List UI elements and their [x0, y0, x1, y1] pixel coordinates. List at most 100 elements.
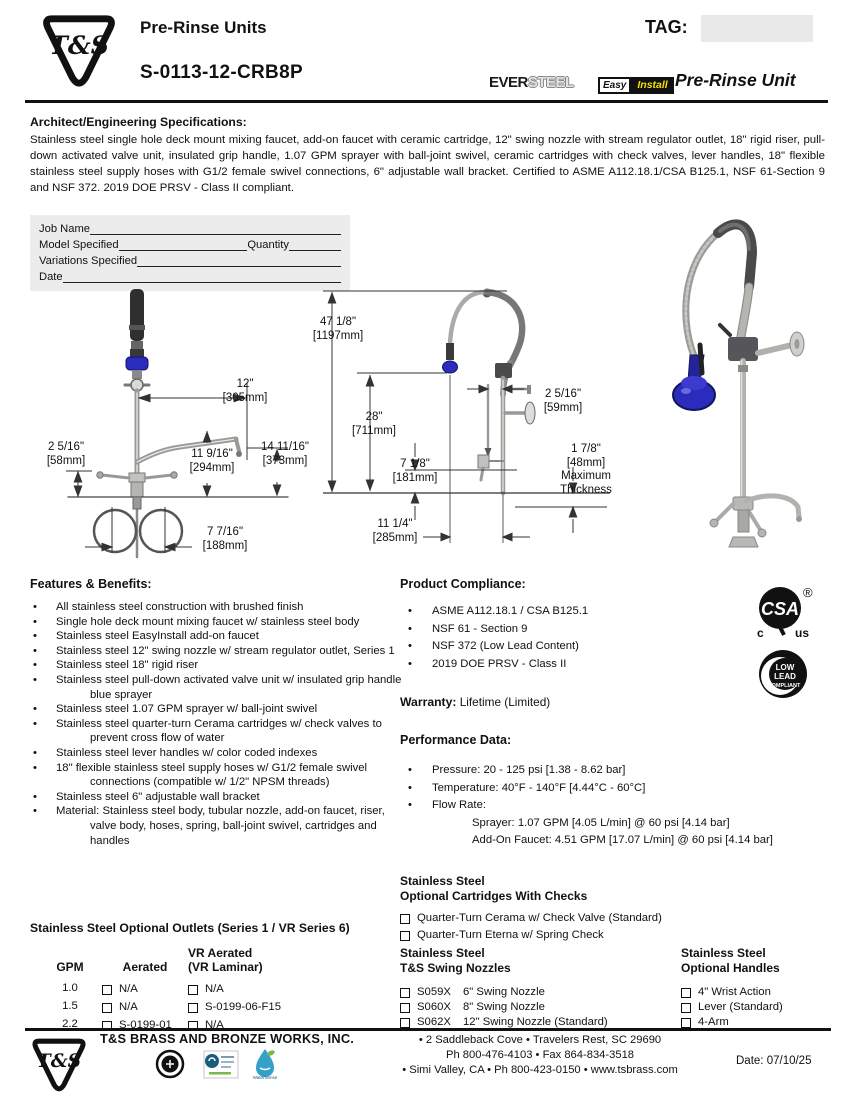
address-line-2: Ph 800-476-4103 • Fax 864-834-3518 — [445, 1049, 635, 1061]
address-line-3: • Simi Valley, CA • Ph 800-423-0150 • ww… — [402, 1064, 678, 1076]
dim-overall-height: 47 1/8"[1197mm] — [312, 316, 364, 342]
outlet-option: N/A — [188, 982, 358, 997]
dim-outlet-height: 14 11/16"[373mm] — [261, 441, 309, 467]
easyinstall-install-text: Install — [631, 77, 674, 94]
performance-section: Performance Data: Pressure: 20 - 125 psi… — [400, 733, 830, 848]
svg-text:LEAD: LEAD — [774, 672, 796, 681]
outlets-heading: Stainless Steel Optional Outlets (Series… — [30, 921, 350, 935]
checkbox[interactable] — [400, 913, 410, 924]
ts-logo-text: T&S — [49, 30, 109, 60]
checkbox[interactable] — [681, 1017, 691, 1028]
dim-faucet-height: 7 1/8"[181mm] — [392, 458, 438, 484]
cartridges-section: Stainless Steel Optional Cartridges With… — [400, 874, 830, 943]
address-line-1: • 2 Saddleback Cove • Travelers Rest, SC… — [418, 1034, 662, 1046]
supply-hose-loop — [92, 508, 138, 554]
handles-heading-2: Optional Handles — [681, 961, 780, 975]
checkbox[interactable] — [102, 1002, 112, 1013]
nozzles-heading-2: T&S Swing Nozzles — [400, 961, 511, 975]
checkbox[interactable] — [188, 1002, 198, 1013]
feature-item: 18" flexible stainless steel supply hose… — [30, 761, 408, 790]
lever-handle — [709, 518, 719, 528]
job-name-row: Job Name — [39, 220, 341, 235]
eversteel-ever-text: EVER — [489, 74, 528, 91]
feature-item: Stainless steel 1.07 GPM sprayer w/ ball… — [30, 702, 408, 717]
date-stamp-label: Date: — [736, 1055, 764, 1067]
performance-heading: Performance Data: — [400, 733, 512, 747]
svg-text:LOW: LOW — [776, 663, 795, 672]
performance-list: Pressure: 20 - 125 psi [1.38 - 8.62 bar]… — [400, 763, 830, 812]
outlets-section: Stainless Steel Optional Outlets (Series… — [30, 921, 402, 1033]
checkbox[interactable] — [400, 987, 410, 998]
nozzles-heading-1: Stainless Steel — [400, 946, 485, 960]
dim-nozzle-length: 12"[305mm] — [222, 378, 268, 404]
handle-option: 4" Wrist Action — [681, 985, 836, 1000]
tag-label: TAG: — [645, 17, 688, 37]
outlet-option: N/A — [102, 982, 188, 997]
compliance-item: 2019 DOE PRSV - Class II — [400, 657, 740, 671]
checkbox[interactable] — [681, 1002, 691, 1013]
feature-item: Single hole deck mount mixing faucet w/ … — [30, 615, 408, 630]
outlet-option: N/A — [102, 1000, 188, 1015]
checkbox[interactable] — [400, 1002, 410, 1013]
job-name-label: Job Name — [39, 223, 90, 235]
flow-rate-sprayer: Sprayer: 1.07 GPM [4.05 L/min] @ 60 psi … — [472, 816, 730, 829]
job-name-field[interactable] — [90, 223, 341, 235]
dim-handle-height: 2 5/16"[58mm] — [46, 441, 86, 467]
feature-item: Material: Stainless steel body, tubular … — [30, 804, 408, 848]
warranty-line: Warranty: Lifetime (Limited) — [400, 695, 550, 709]
checkbox[interactable] — [400, 930, 410, 941]
ts-footer-logo: T&S — [32, 1038, 86, 1092]
compliance-item: NSF 372 (Low Lead Content) — [400, 639, 740, 653]
header-divider — [25, 100, 828, 103]
col-gpm: GPM — [56, 960, 84, 974]
quantity-field[interactable] — [289, 239, 341, 251]
product-photo — [672, 219, 805, 548]
variations-field[interactable] — [137, 255, 341, 267]
eversteel-steel-text: STEEL — [527, 74, 574, 91]
footer-divider — [25, 1028, 831, 1031]
low-lead-compliant-badge: LOW LEAD COMPLIANT — [759, 650, 807, 698]
tag-input[interactable] — [701, 15, 813, 42]
date-field[interactable] — [62, 271, 341, 283]
checkbox[interactable] — [400, 1017, 410, 1028]
add-on-faucet — [477, 454, 490, 469]
checkbox[interactable] — [188, 984, 198, 995]
model-specified-row: Model Specified Quantity — [39, 236, 341, 251]
handles-heading-1: Stainless Steel — [681, 946, 766, 960]
outlets-body: 1.0 N/A N/A 1.5 N/A S-0199-06-F15 2.2 S-… — [30, 982, 402, 1033]
spec-heading: Architect/Engineering Specifications: — [30, 115, 247, 129]
date-label: Date — [39, 271, 63, 283]
checkbox[interactable] — [681, 987, 691, 998]
checkbox[interactable] — [102, 984, 112, 995]
dim-reach: 11 1/4"[285mm] — [372, 518, 418, 544]
svg-text:CSA: CSA — [761, 599, 799, 619]
date-row: Date — [39, 268, 341, 283]
product-type-label: Pre-Rinse Unit — [675, 70, 796, 90]
svg-text:COMPLIANT: COMPLIANT — [768, 683, 801, 689]
gpm-value: 1.5 — [62, 1000, 78, 1012]
swing-nozzle — [743, 493, 802, 520]
gpm-value: 2.2 — [62, 1018, 78, 1030]
sprayer-head — [442, 360, 458, 374]
svg-text:®: ® — [803, 585, 813, 600]
gpm-value: 1.0 — [62, 982, 78, 994]
supply-hose-loop — [138, 508, 184, 554]
compliance-list: ASME A112.18.1 / CSA B125.1 NSF 61 - Sec… — [400, 604, 740, 671]
handles-section: Stainless Steel Optional Handles 4" Wris… — [681, 946, 836, 1030]
feature-item: Stainless steel 6" adjustable wall brack… — [30, 790, 408, 805]
outlets-header-row: GPM Aerated VR Aerated (VR Laminar) — [30, 946, 402, 974]
compliance-item: NSF 61 - Section 9 — [400, 622, 740, 636]
variations-label: Variations Specified — [39, 255, 138, 267]
performance-item: Temperature: 40°F - 140°F [4.44°C - 60°C… — [400, 781, 830, 795]
svg-text:WaterSense: WaterSense — [253, 1075, 278, 1080]
feature-item: All stainless steel construction with br… — [30, 600, 408, 615]
model-specified-field[interactable] — [118, 239, 248, 251]
wall-bracket-flange — [524, 401, 536, 425]
csa-certification-badge: CSA c us ® — [757, 585, 813, 640]
front-view-drawing — [66, 289, 289, 559]
